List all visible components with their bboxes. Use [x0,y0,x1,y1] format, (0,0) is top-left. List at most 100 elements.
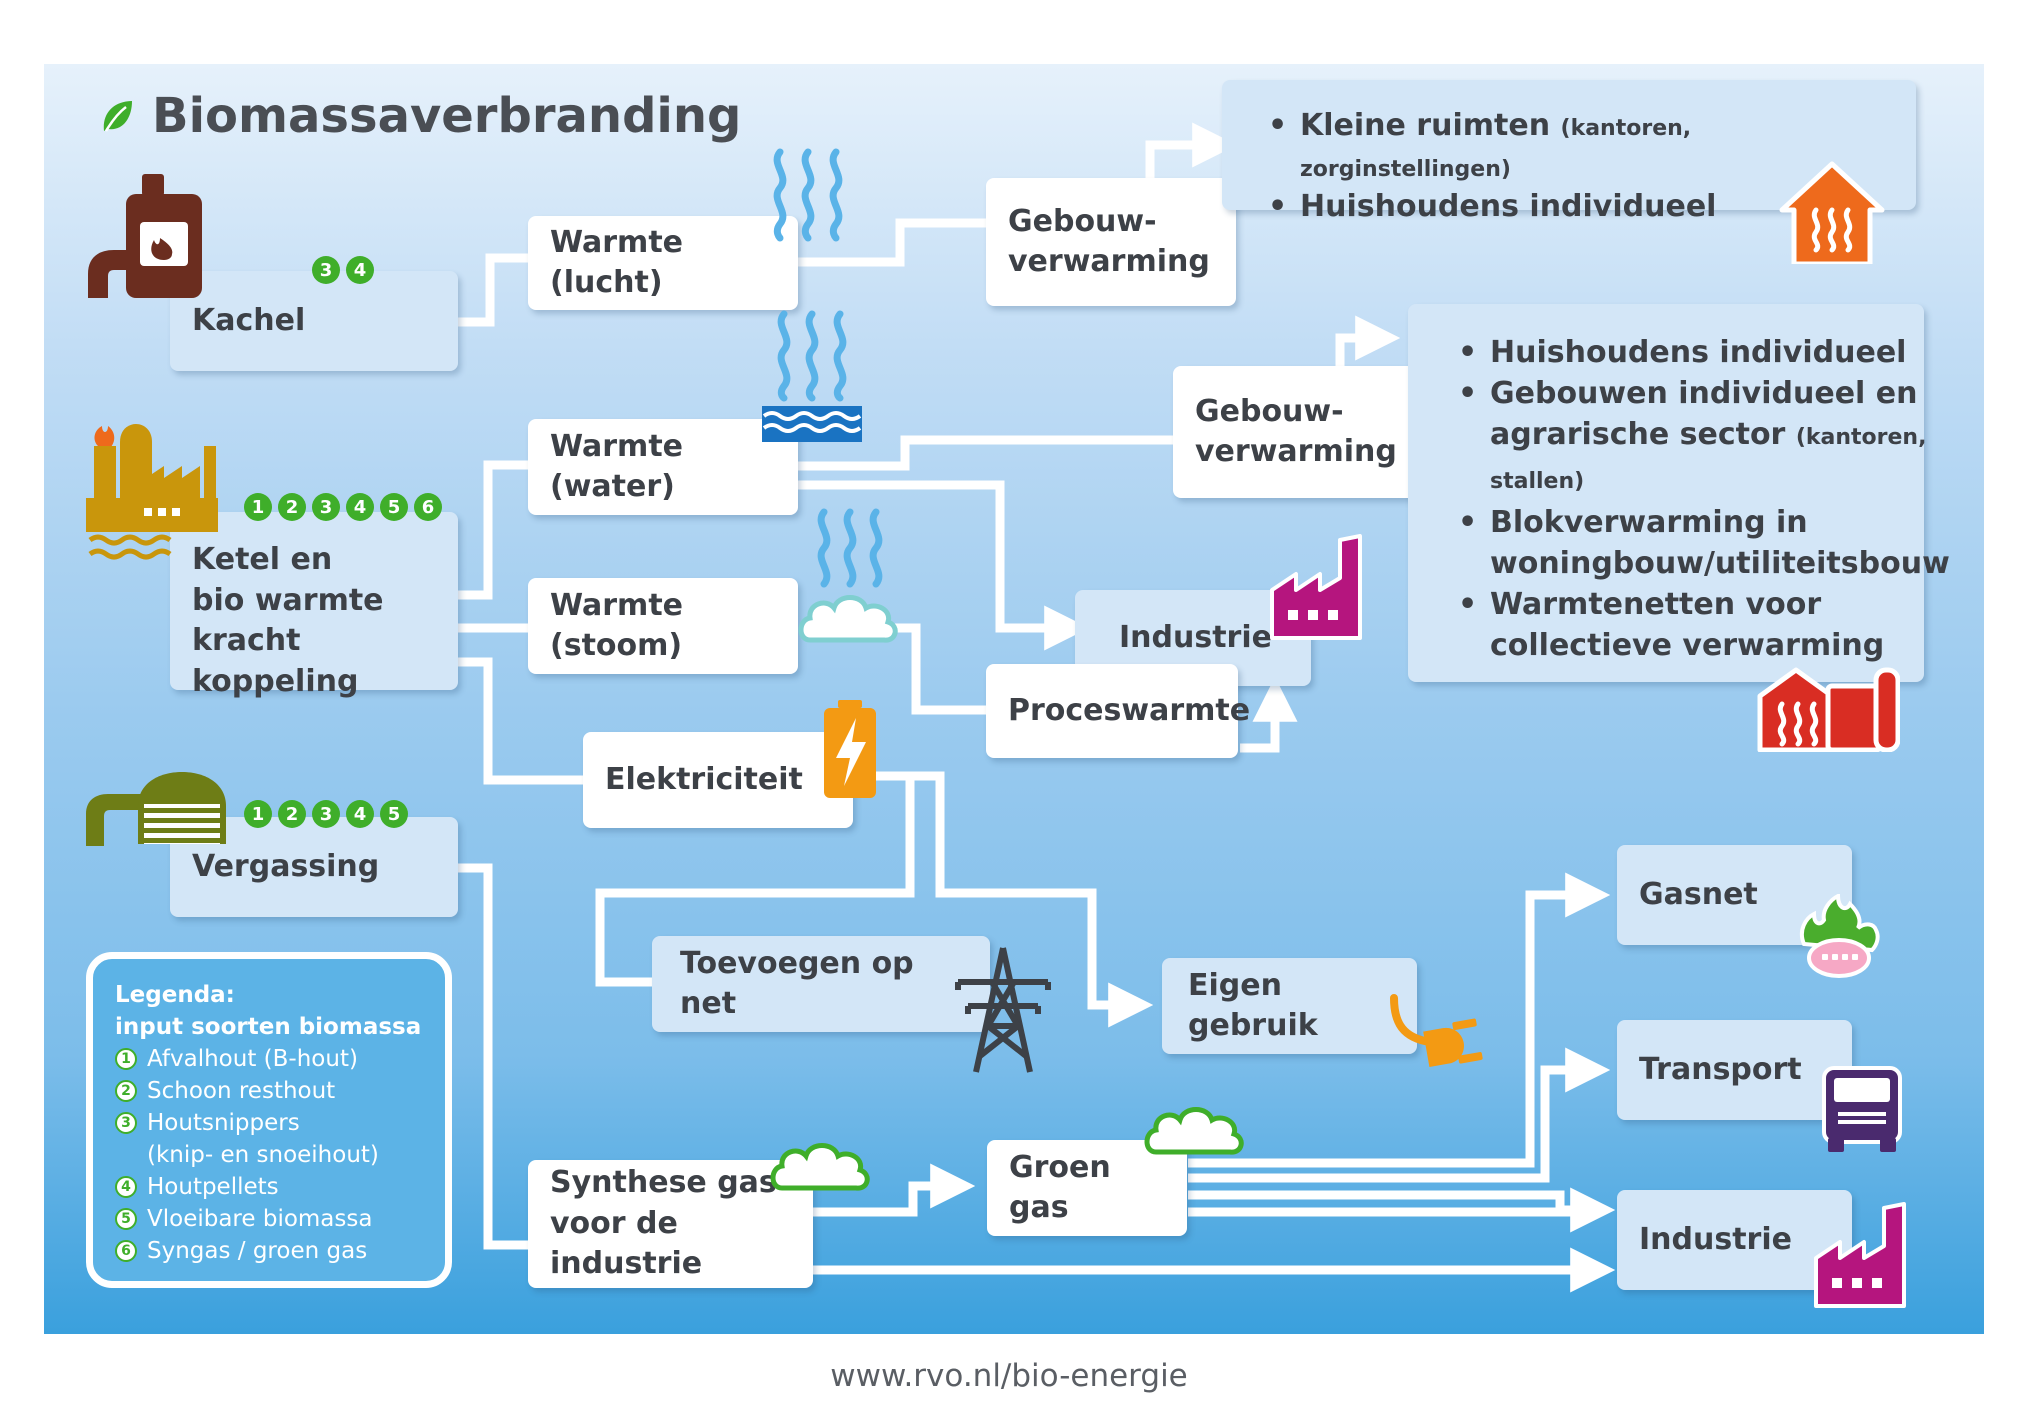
house-heat-icon [1779,161,1885,264]
legend-item: (knip- en snoeihout) [147,1142,379,1168]
ketel-label-line1: Ketel en [192,542,333,577]
legend-heading-1: Legenda: [115,982,235,1008]
input-number: 3 [312,256,340,284]
destination-1-list: Kleine ruimten (kantoren, zorginstelling… [1262,106,1894,228]
input-number: 6 [414,493,442,521]
destination-box-2: Huishoudens individueel Gebouwen individ… [1408,304,1950,682]
input-number: 5 [380,800,408,828]
line-synthese-groen [813,1163,976,1217]
line-stoom-proces [885,623,988,715]
input-number: 2 [278,800,306,828]
legend-number: 3 [115,1112,137,1134]
synthese-gas-line2: voor de industrie [550,1205,703,1282]
vergassing-icon [86,772,226,846]
toevoegen-op-net-label: Toevoegen op net [680,945,914,1022]
warmte-lucht-label: Warmte (lucht) [550,224,684,301]
gasnet-label: Gasnet [1639,876,1758,912]
list-item: Huishoudens individueel [1458,332,1950,373]
factory-icon [1270,534,1362,640]
industrie-label: Industrie [1639,1221,1792,1257]
ketel-label-line3: kracht koppeling [192,623,359,699]
legend-number: 1 [115,1048,137,1070]
synthese-gas-line1: Synthese gas [550,1165,777,1201]
cloud-icon [770,1143,870,1191]
factory-icon [1814,1202,1906,1308]
truck-icon [1822,1066,1902,1152]
warmte-stoom-label: Warmte (stoom) [550,587,684,664]
title-text: Biomassaverbranding [152,88,742,144]
transport-box: Transport [1617,1020,1852,1120]
groen-gas-box: Groen gas [987,1140,1187,1236]
legend-number: 5 [115,1208,137,1230]
gebouwverwarming-2-line1: Gebouw- [1195,393,1344,429]
greenhouse-heat-icon [1757,667,1900,752]
line-groen-transport [1188,1047,1611,1183]
line-water-gebouw2 [797,435,1173,471]
input-number: 5 [380,493,408,521]
page-title: Biomassaverbranding [100,88,741,144]
proceswarmte-label: Proceswarmte [1008,692,1251,728]
leaf-icon [103,101,132,132]
vergassing-label: Vergassing [192,848,380,884]
air-heat-icon [773,148,843,242]
gas-flame-icon [1799,894,1880,978]
gebouwverwarming-2-box: Gebouw- verwarming [1173,366,1423,498]
line-proces-industrie [1240,676,1298,753]
legend-number: 6 [115,1240,137,1262]
line-verg-synthese [458,863,528,1250]
warmte-water-label: Warmte (water) [550,428,684,505]
elektriciteit-box: Elektriciteit [583,732,853,828]
legend-heading-2: input soorten biomassa [115,1014,422,1040]
legend-number: 2 [115,1080,137,1102]
warmte-lucht-box: Warmte (lucht) [528,216,798,310]
warmte-stoom-box: Warmte (stoom) [528,578,798,674]
line-ketel-elek [458,657,583,785]
destination-2-list: Huishoudens individueel Gebouwen individ… [1452,332,1950,666]
line-water-industrie [797,480,1090,651]
source-ketel: Ketel en bio warmte kracht koppeling [170,512,458,699]
input-number: 3 [312,800,340,828]
input-number: 1 [244,493,272,521]
kachel-label: Kachel [192,302,306,338]
vergassing-inputs: 1 2 3 4 5 [244,800,408,828]
eigen-gebruik-box: Eigen gebruik [1162,958,1417,1054]
legend-number: 4 [115,1176,137,1198]
list-item: Kleine ruimten (kantoren, zorginstelling… [1268,106,1894,187]
input-number: 3 [312,493,340,521]
kachel-icon [88,174,202,298]
line-kachel-lucht [458,253,528,327]
list-item: Huishoudens individueel [1268,187,1894,228]
industrie-mid-label: Industrie [1119,619,1272,655]
toevoegen-op-net-box: Toevoegen op net [652,936,990,1032]
gebouwverwarming-1-line2: verwarming [1008,244,1210,279]
input-number: 4 [346,800,374,828]
gebouwverwarming-2-line2: verwarming [1195,434,1397,469]
destination-box-1: Kleine ruimten (kantoren, zorginstelling… [1222,80,1916,227]
line-gebouw2-box2 [1335,315,1401,366]
source-kachel: Kachel [170,271,458,371]
pylon-icon [955,947,1051,1073]
line-ketel-water [458,460,528,600]
ketel-label-line2: bio warmte [192,582,384,618]
ketel-inputs: 1 2 3 4 5 6 [244,493,442,521]
water-heat-icon [762,310,862,442]
kachel-inputs: 3 4 [312,256,374,284]
input-number: 4 [346,493,374,521]
input-number: 1 [244,800,272,828]
eigen-gebruik-label: Eigen gebruik [1188,967,1318,1044]
ketel-icon [86,424,218,560]
line-gebouw1-box1 [1145,122,1238,178]
transport-label: Transport [1639,1051,1802,1087]
plug-icon [1390,994,1483,1068]
input-number: 4 [346,256,374,284]
proceswarmte-box: Proceswarmte [986,664,1250,758]
footer-url[interactable]: www.rvo.nl/bio-energie [830,1358,1188,1394]
